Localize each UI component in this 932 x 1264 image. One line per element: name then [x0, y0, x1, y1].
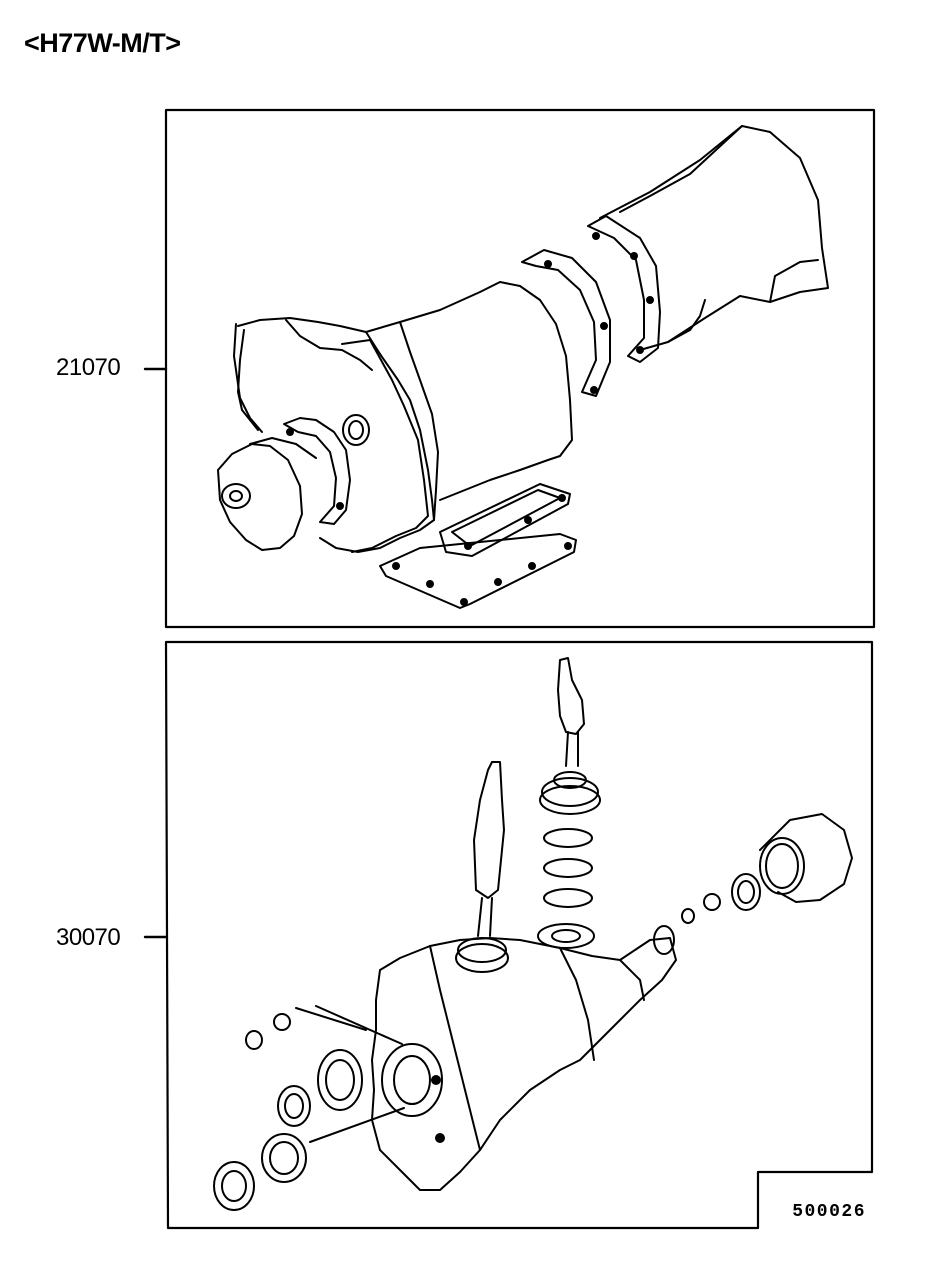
transmission-assembly-drawing — [218, 126, 828, 608]
part-number-upper: 21070 — [56, 354, 121, 381]
transmission-case-drawing — [214, 658, 852, 1210]
lower-panel-frame — [166, 642, 872, 1228]
diagram-title: <H77W-M/T> — [24, 28, 181, 58]
diagram-code: 500026 — [792, 1202, 866, 1222]
lower-panel — [145, 642, 872, 1228]
part-number-lower: 30070 — [56, 924, 121, 951]
upper-panel — [145, 110, 874, 627]
